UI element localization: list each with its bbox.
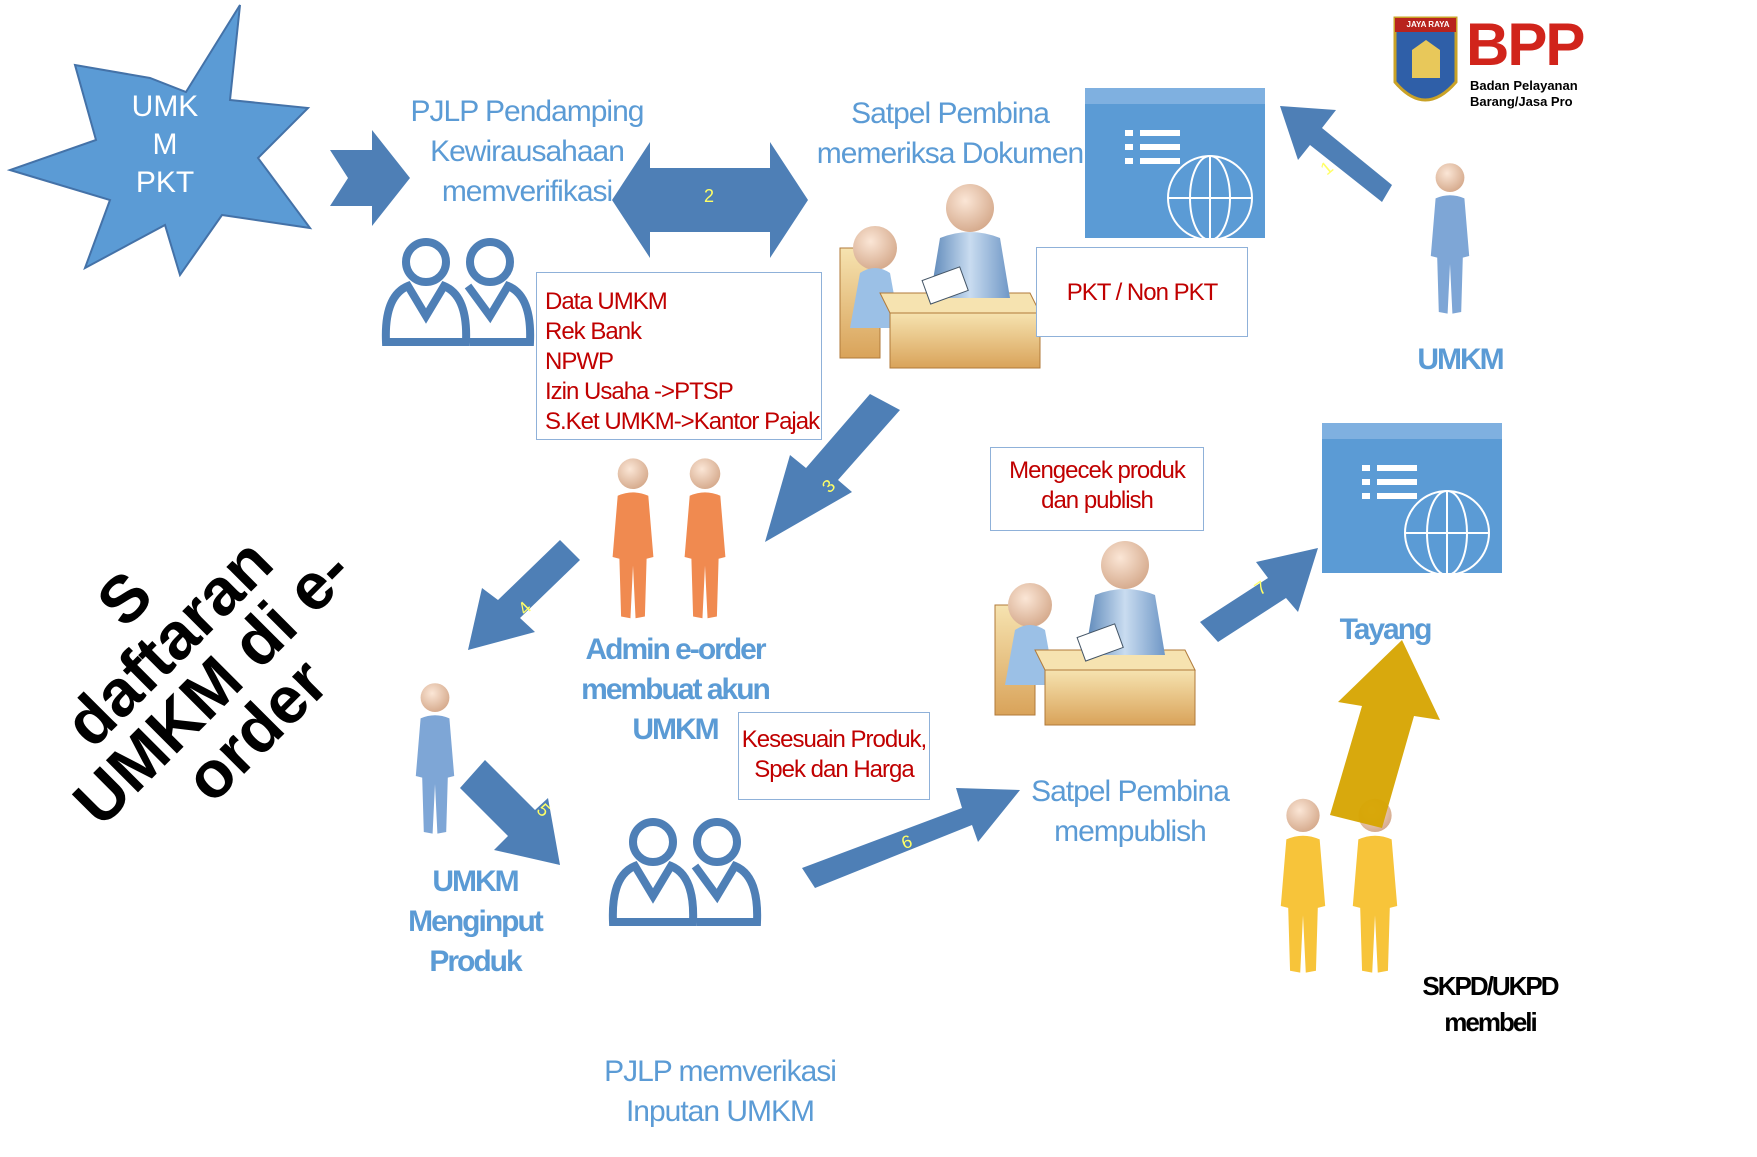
label-skpd-2: membeli xyxy=(1444,1007,1538,1037)
arrow-2 xyxy=(612,142,808,258)
logo-name: BPP xyxy=(1466,11,1585,78)
note-documents-3: NPWP xyxy=(545,348,614,375)
arrow-4 xyxy=(468,540,580,650)
arrow-6 xyxy=(802,788,1020,888)
person-icon-umkm-input xyxy=(415,683,455,834)
arrow-1 xyxy=(1280,106,1392,202)
logo-subtitle-1: Badan Pelayanan xyxy=(1470,78,1578,93)
note-kesesuaian-1: Kesesuain Produk, xyxy=(741,726,927,753)
note-kesesuaian: Kesesuain Produk, Spek dan Harga xyxy=(738,712,930,800)
label-tayang: Tayang xyxy=(1339,613,1433,646)
label-pjlp-verify-3: memverifikasi xyxy=(441,175,613,208)
starburst-shape xyxy=(6,4,313,278)
label-pjlp-input-1: PJLP memverikasi xyxy=(604,1055,837,1088)
users-icon-pjlp-bottom xyxy=(613,822,757,922)
logo-tag: JAYA RAYA xyxy=(1406,20,1450,29)
note-cek-produk-1: Mengecek produk xyxy=(1009,457,1186,484)
desk-scene-icon-top xyxy=(839,183,1041,369)
starburst-line-1: UMK xyxy=(131,90,199,123)
note-documents: Data UMKM Rek Bank NPWP Izin Usaha ->PTS… xyxy=(536,272,822,440)
label-satpel-check-1: Satpel Pembina xyxy=(851,97,1050,130)
label-umkm-input-1: UMKM xyxy=(432,865,519,898)
arrow-7 xyxy=(1200,548,1318,642)
label-satpel-check: Satpel Pembina memeriksa Dokumen xyxy=(800,94,1100,174)
note-documents-1: Data UMKM xyxy=(545,288,668,315)
label-pjlp-input: PJLP memverikasi Inputan UMKM xyxy=(590,1052,850,1132)
users-icon-pjlp-top xyxy=(386,242,530,342)
arrow-entry xyxy=(330,130,410,226)
arrow-number-2: 2 xyxy=(704,186,715,206)
logo-subtitle-2: Barang/Jasa Pro xyxy=(1470,94,1573,109)
label-admin-2: membuat akun xyxy=(581,673,771,706)
note-cek-produk-2: dan publish xyxy=(1041,487,1154,514)
label-umkm-input: UMKM Menginput Produk xyxy=(385,862,565,982)
label-skpd: SKPD/UKPD membeli xyxy=(1390,968,1590,1040)
person-icon-buyer-1 xyxy=(1280,798,1326,973)
label-satpel-check-2: memeriksa Dokumen xyxy=(816,137,1084,170)
starburst-line-2: M xyxy=(152,128,178,161)
label-admin: Admin e-order membuat akun UMKM xyxy=(550,630,800,750)
person-icon-admin-2 xyxy=(684,458,726,619)
label-pjlp-verify-2: Kewirausahaan xyxy=(430,135,625,168)
arrow-5 xyxy=(460,760,560,865)
label-pjlp-input-2: Inputan UMKM xyxy=(625,1095,815,1128)
label-skpd-1: SKPD/UKPD xyxy=(1422,971,1559,1001)
person-icon-admin-1 xyxy=(612,458,654,619)
note-documents-2: Rek Bank xyxy=(545,318,642,345)
arrow-3 xyxy=(765,394,900,542)
label-satpel-publish-2: mempublish xyxy=(1054,815,1207,848)
note-pkt-text: PKT / Non PKT xyxy=(1066,279,1219,306)
person-icon-umkm-top xyxy=(1430,163,1470,314)
starburst-label: UMK M PKT xyxy=(110,88,220,202)
label-satpel-publish-1: Satpel Pembina xyxy=(1031,775,1230,808)
web-window-icon-top xyxy=(1085,88,1265,238)
note-documents-5: S.Ket UMKM->Kantor Pajak xyxy=(545,408,820,435)
label-satpel-publish: Satpel Pembina mempublish xyxy=(1000,772,1260,852)
label-umkm-top: UMKM xyxy=(1417,343,1504,376)
logo-emblem xyxy=(1393,16,1458,102)
note-cek-produk: Mengecek produk dan publish xyxy=(990,447,1204,531)
desk-scene-icon-bottom xyxy=(994,540,1196,726)
web-window-icon-bottom xyxy=(1322,423,1502,573)
label-umkm-input-3: Produk xyxy=(429,945,522,978)
note-kesesuaian-2: Spek dan Harga xyxy=(754,756,914,783)
note-pkt: PKT / Non PKT xyxy=(1036,247,1248,337)
label-pjlp-verify: PJLP Pendamping Kewirausahaan memverifik… xyxy=(392,92,662,212)
note-documents-4: Izin Usaha ->PTSP xyxy=(545,378,734,405)
arrow-gold xyxy=(1330,640,1440,828)
label-admin-3: UMKM xyxy=(632,713,719,746)
label-admin-1: Admin e-order xyxy=(585,633,766,666)
label-umkm-input-2: Menginput xyxy=(408,905,544,938)
label-pjlp-verify-1: PJLP Pendamping xyxy=(410,95,645,128)
starburst-line-3: PKT xyxy=(135,166,195,199)
